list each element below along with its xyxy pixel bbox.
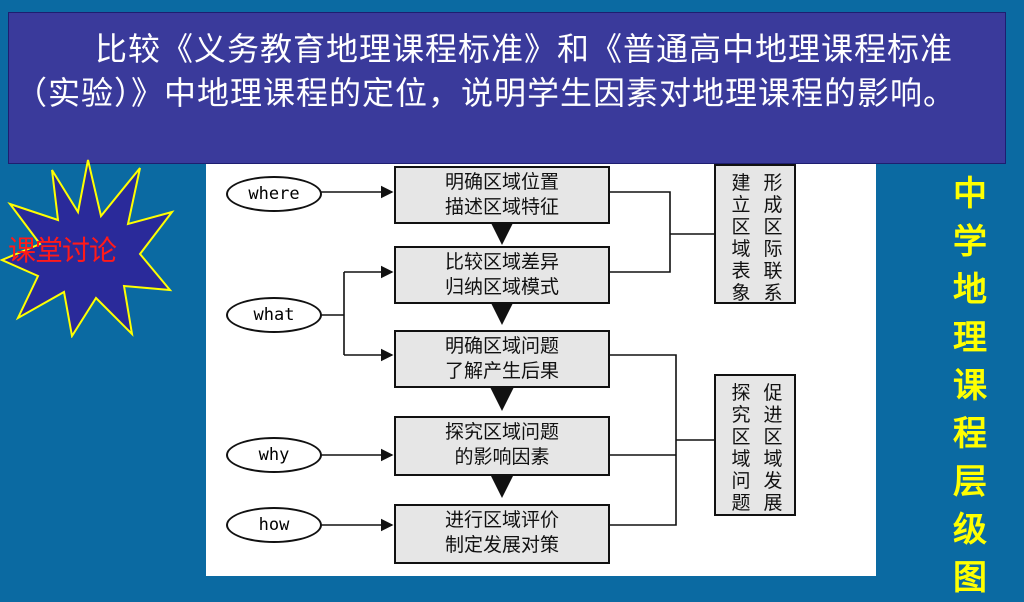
sidebar-vertical-title: 中学地理课程层级图	[953, 174, 987, 598]
flow-box-4-line-2: 的影响因素	[454, 446, 550, 468]
connector-lines	[321, 185, 714, 532]
flow-box-2-line-2: 归纳区域模式	[444, 276, 559, 298]
flow-box-4-line-1: 探究区域问题	[444, 421, 559, 443]
why-ellipse: why	[226, 437, 322, 473]
flow-box-3-line-1: 明确区域问题	[444, 335, 559, 357]
where-ellipse: where	[226, 176, 322, 212]
side-box-1: 建立区域表象 形成区际联系	[714, 164, 796, 304]
how-ellipse: how	[226, 507, 322, 543]
flow-box-2-line-1: 比较区域差异	[444, 251, 559, 273]
flow-box-1-line-2: 描述区域特征	[444, 196, 559, 218]
side-box-2: 探究区域问题 促进区域发展	[714, 374, 796, 516]
flow-box-3-line-2: 了解产生后果	[444, 360, 559, 382]
side-box-2-col-1: 探究区域问题	[731, 382, 751, 514]
flow-box-2: 比较区域差异 归纳区域模式	[394, 246, 610, 304]
hierarchy-diagram: where what why how 明确区域位置 描述区域特征 比较区域差异 …	[206, 164, 876, 576]
side-box-1-col-2: 形成区际联系	[763, 172, 783, 304]
side-box-2-col-2: 促进区域发展	[763, 382, 783, 514]
starburst-icon	[0, 159, 175, 338]
question-text: 比较《义务教育地理课程标准》和《普通高中地理课程标准（实验）》中地理课程的定位，…	[15, 30, 957, 112]
flow-box-5: 进行区域评价 制定发展对策	[394, 504, 610, 564]
what-ellipse: what	[226, 297, 322, 333]
question-banner: 比较《义务教育地理课程标准》和《普通高中地理课程标准（实验）》中地理课程的定位，…	[8, 12, 1006, 164]
discussion-label: 课堂讨论	[8, 234, 117, 267]
flow-box-1: 明确区域位置 描述区域特征	[394, 166, 610, 224]
flow-box-1-line-1: 明确区域位置	[444, 171, 559, 193]
side-box-1-col-1: 建立区域表象	[731, 172, 751, 304]
flow-box-4: 探究区域问题 的影响因素	[394, 416, 610, 476]
flow-box-3: 明确区域问题 了解产生后果	[394, 330, 610, 388]
flow-box-5-line-2: 制定发展对策	[444, 534, 559, 556]
flow-box-5-line-1: 进行区域评价	[444, 509, 559, 531]
